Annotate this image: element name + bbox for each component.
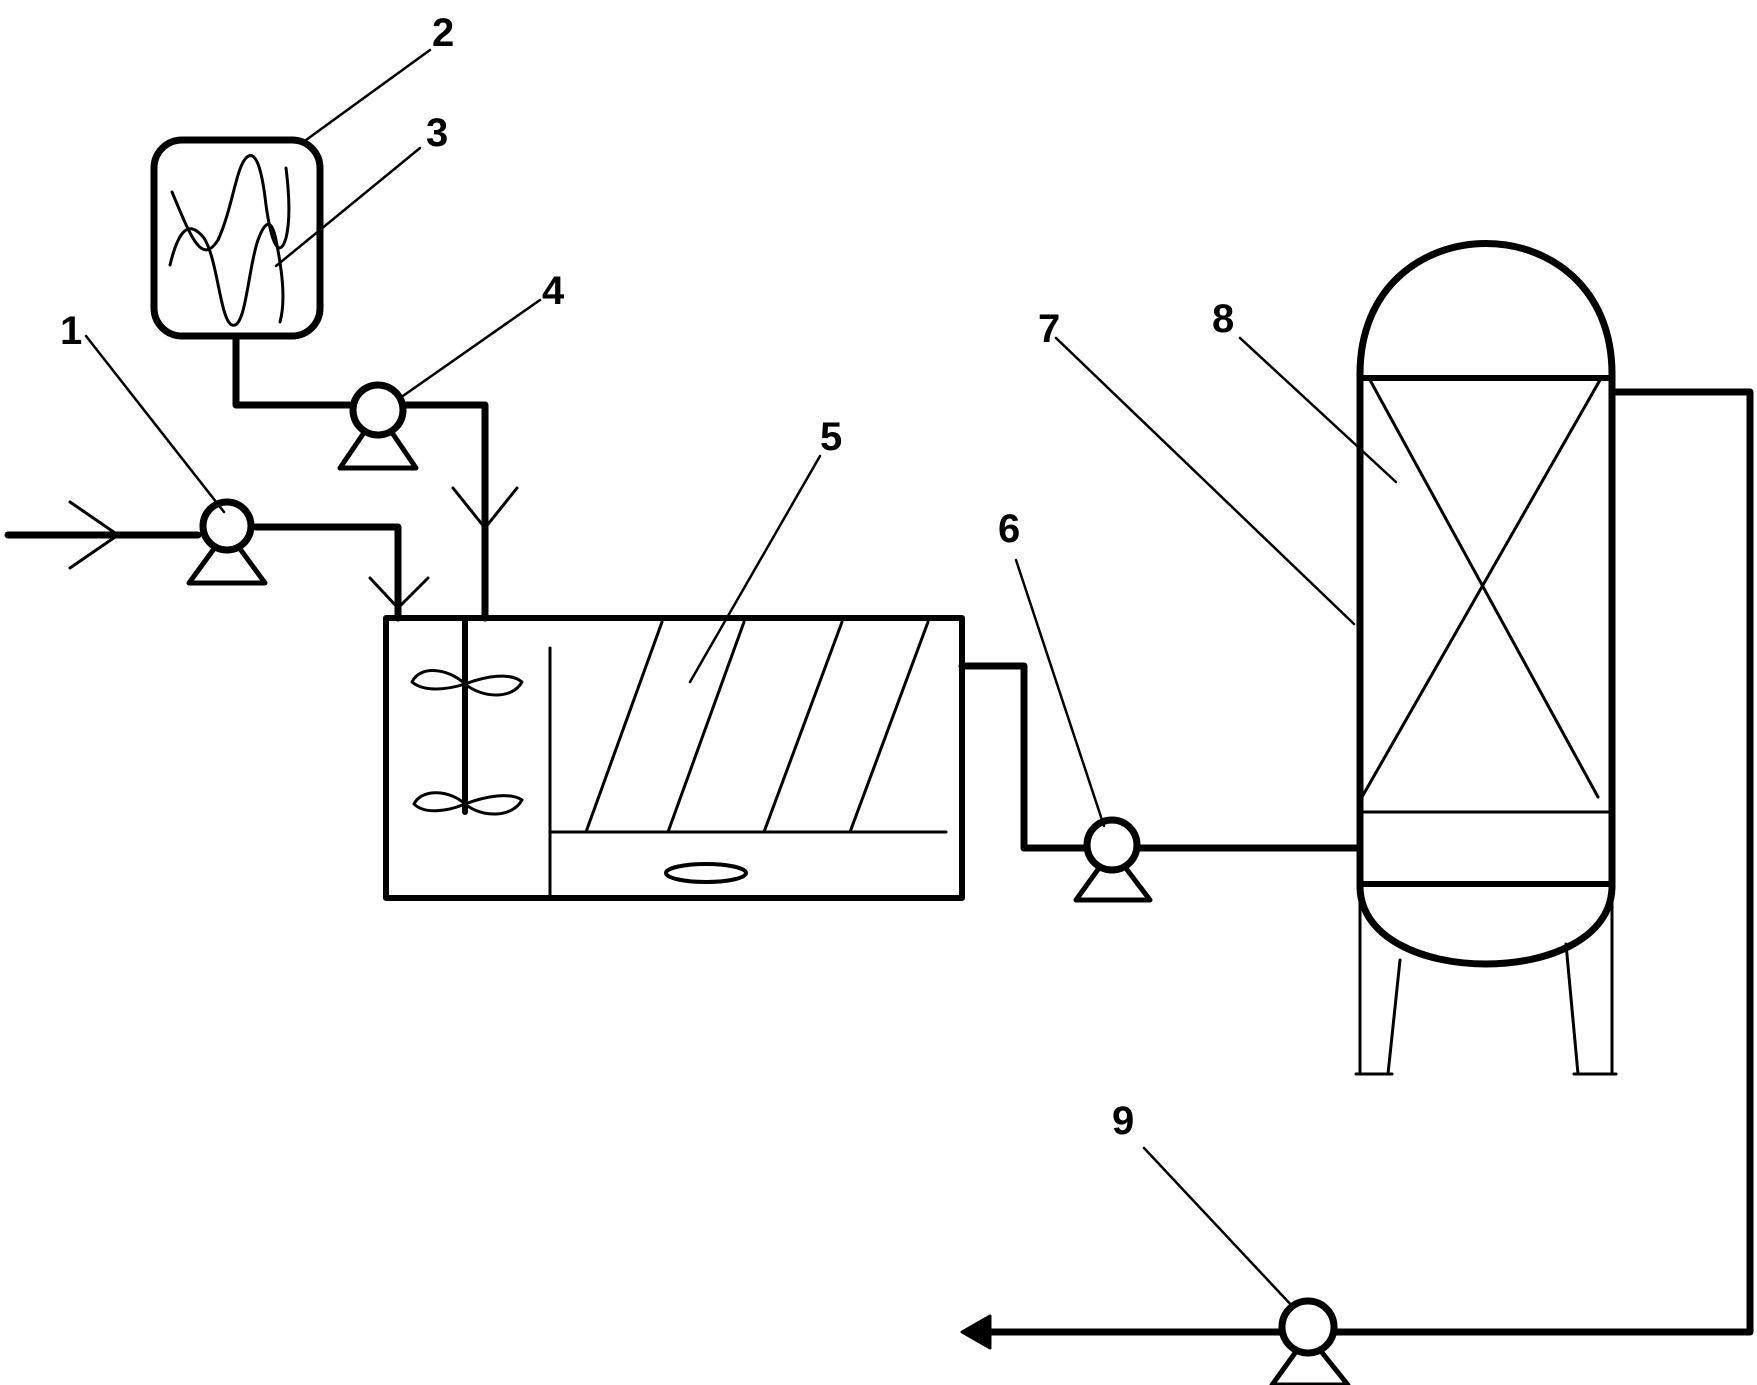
leader-5 bbox=[688, 454, 822, 684]
mixer-blade-upper bbox=[410, 669, 524, 697]
aeration-disc bbox=[664, 862, 748, 884]
reactor-legs bbox=[1354, 884, 1618, 1076]
pipes bbox=[4, 332, 1754, 1336]
label-9: 9 bbox=[1112, 1099, 1134, 1143]
inlet-arrow-icon bbox=[68, 500, 120, 570]
label-6: 6 bbox=[998, 507, 1020, 551]
leader-9 bbox=[1142, 1146, 1296, 1310]
pipe-tank-to-pump6 bbox=[958, 662, 1089, 852]
pump-6 bbox=[1073, 816, 1153, 903]
pipe-reactor-return bbox=[1332, 388, 1754, 1336]
heating-coil bbox=[168, 154, 291, 327]
inclined-plates bbox=[584, 620, 930, 834]
leader-8 bbox=[1238, 336, 1398, 484]
mixer-agitator bbox=[410, 615, 524, 816]
label-5: 5 bbox=[820, 415, 842, 459]
settling-tank bbox=[383, 615, 965, 901]
leader-7 bbox=[1054, 336, 1356, 626]
leader-1 bbox=[84, 334, 226, 514]
leader-4 bbox=[398, 298, 542, 400]
arrow-pump1-tank-icon bbox=[368, 576, 430, 610]
reactor-bottom-dome bbox=[1356, 882, 1616, 968]
label-1: 1 bbox=[60, 309, 82, 353]
label-7: 7 bbox=[1038, 307, 1060, 351]
mixer-blade-lower bbox=[412, 791, 524, 816]
pump-4 bbox=[337, 381, 419, 471]
pump-1 bbox=[186, 498, 268, 586]
label-3: 3 bbox=[426, 111, 448, 155]
pipe-heater-to-pump4 bbox=[232, 332, 354, 409]
leader-2 bbox=[304, 48, 432, 142]
flow-arrows bbox=[68, 486, 519, 610]
label-4: 4 bbox=[542, 269, 565, 313]
reactor-column bbox=[1354, 240, 1618, 1076]
pump-9 bbox=[1269, 1297, 1351, 1385]
outlet-arrowhead-icon bbox=[960, 1314, 992, 1350]
arrow-pump4-tank-icon bbox=[451, 486, 519, 530]
packing-layer bbox=[1360, 378, 1602, 799]
leader-lines bbox=[84, 48, 1398, 1310]
leader-3 bbox=[274, 146, 422, 268]
pipe-pump4-to-tank bbox=[402, 401, 489, 622]
leader-6 bbox=[1014, 558, 1106, 828]
reactor-top-dome bbox=[1356, 240, 1616, 378]
label-2: 2 bbox=[432, 11, 454, 55]
label-8: 8 bbox=[1212, 297, 1234, 341]
pipe-pump1-to-tank bbox=[252, 523, 402, 622]
